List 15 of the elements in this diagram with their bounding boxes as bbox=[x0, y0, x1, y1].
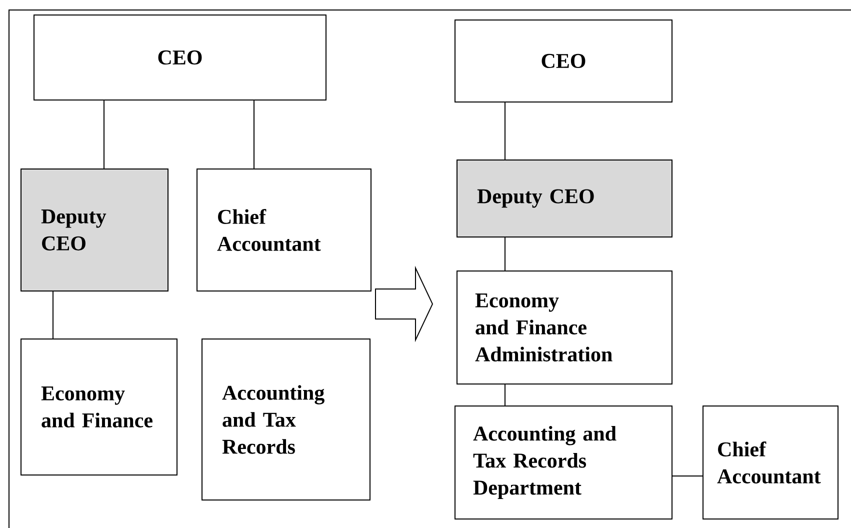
org-box: Accounting and Tax Records Department bbox=[454, 406, 672, 520]
connector-line bbox=[504, 237, 506, 271]
org-box: Economy and Finance Administration bbox=[456, 270, 672, 384]
org-box: CEO bbox=[34, 14, 326, 100]
org-box: Deputy CEO bbox=[20, 168, 168, 292]
connector-line bbox=[52, 291, 54, 339]
org-box: Chief Accountant bbox=[702, 406, 838, 520]
connector-line bbox=[504, 102, 506, 160]
org-box: Chief Accountant bbox=[196, 168, 372, 292]
org-box: Deputy CEO bbox=[456, 160, 672, 238]
block-arrow bbox=[375, 266, 434, 342]
org-box: CEO bbox=[454, 20, 672, 102]
connector-line bbox=[504, 384, 506, 406]
org-box: Accounting and Tax Records bbox=[202, 338, 370, 500]
org-box: Economy and Finance bbox=[20, 338, 178, 476]
